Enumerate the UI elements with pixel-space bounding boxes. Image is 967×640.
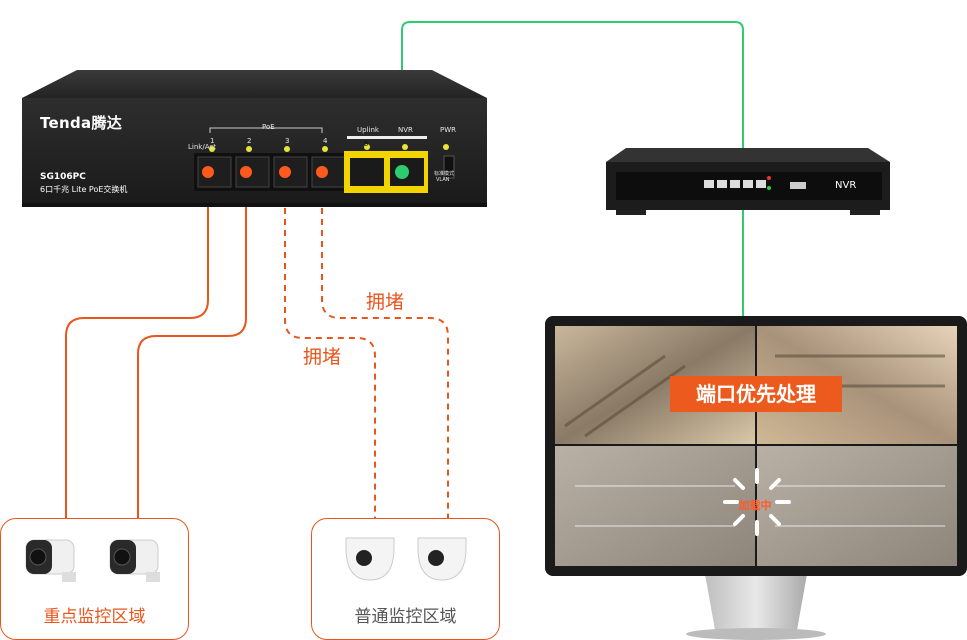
- nvr-port-label: NVR: [398, 126, 413, 134]
- nvr-device: [606, 148, 890, 215]
- uplink-label: Uplink: [357, 126, 379, 134]
- port-number-4: 4: [323, 137, 328, 145]
- nvr-label: NVR: [835, 180, 857, 191]
- link-act-label: Link/Act: [188, 143, 216, 151]
- port-number-5: 5: [364, 140, 369, 148]
- port-number-2: 2: [247, 137, 252, 145]
- congested-wire-3: [284, 175, 376, 518]
- priority-banner: 端口优先处理: [670, 376, 842, 412]
- congestion-label-1: 拥堵: [366, 291, 405, 313]
- poe-switch: [22, 70, 487, 207]
- bullet-camera-icon: [109, 539, 160, 582]
- priority-wire-1: [65, 175, 209, 518]
- switch-model: SG106PC: [40, 172, 86, 182]
- loading-text: 加载中: [738, 499, 772, 512]
- poe-group-label: PoE: [262, 123, 275, 131]
- port-number-3: 3: [285, 137, 290, 145]
- pwr-label: PWR: [440, 126, 457, 134]
- bullet-camera-icon: [25, 539, 76, 582]
- bullet-cameras: [25, 539, 160, 582]
- congested-wire-4: [321, 175, 449, 518]
- key-zone-label: 重点监控区域: [43, 607, 146, 627]
- nvr-uplink-wire: [401, 21, 744, 322]
- dome-camera-icon: [345, 537, 395, 581]
- mode-label-standard: 标准模式: [434, 171, 455, 177]
- dome-camera-icon: [417, 537, 467, 581]
- switch-brand: Tenda腾达: [40, 114, 123, 132]
- monitor: [545, 316, 967, 640]
- dome-cameras: [345, 537, 467, 581]
- congestion-label-2: 拥堵: [303, 346, 342, 368]
- switch-description: 6口千兆 Lite PoE交换机: [40, 185, 128, 194]
- priority-wire-2: [137, 175, 247, 518]
- port-number-1: 1: [210, 137, 215, 145]
- normal-zone-label: 普通监控区域: [354, 607, 457, 627]
- mode-label-vlan: VLAN: [436, 177, 450, 183]
